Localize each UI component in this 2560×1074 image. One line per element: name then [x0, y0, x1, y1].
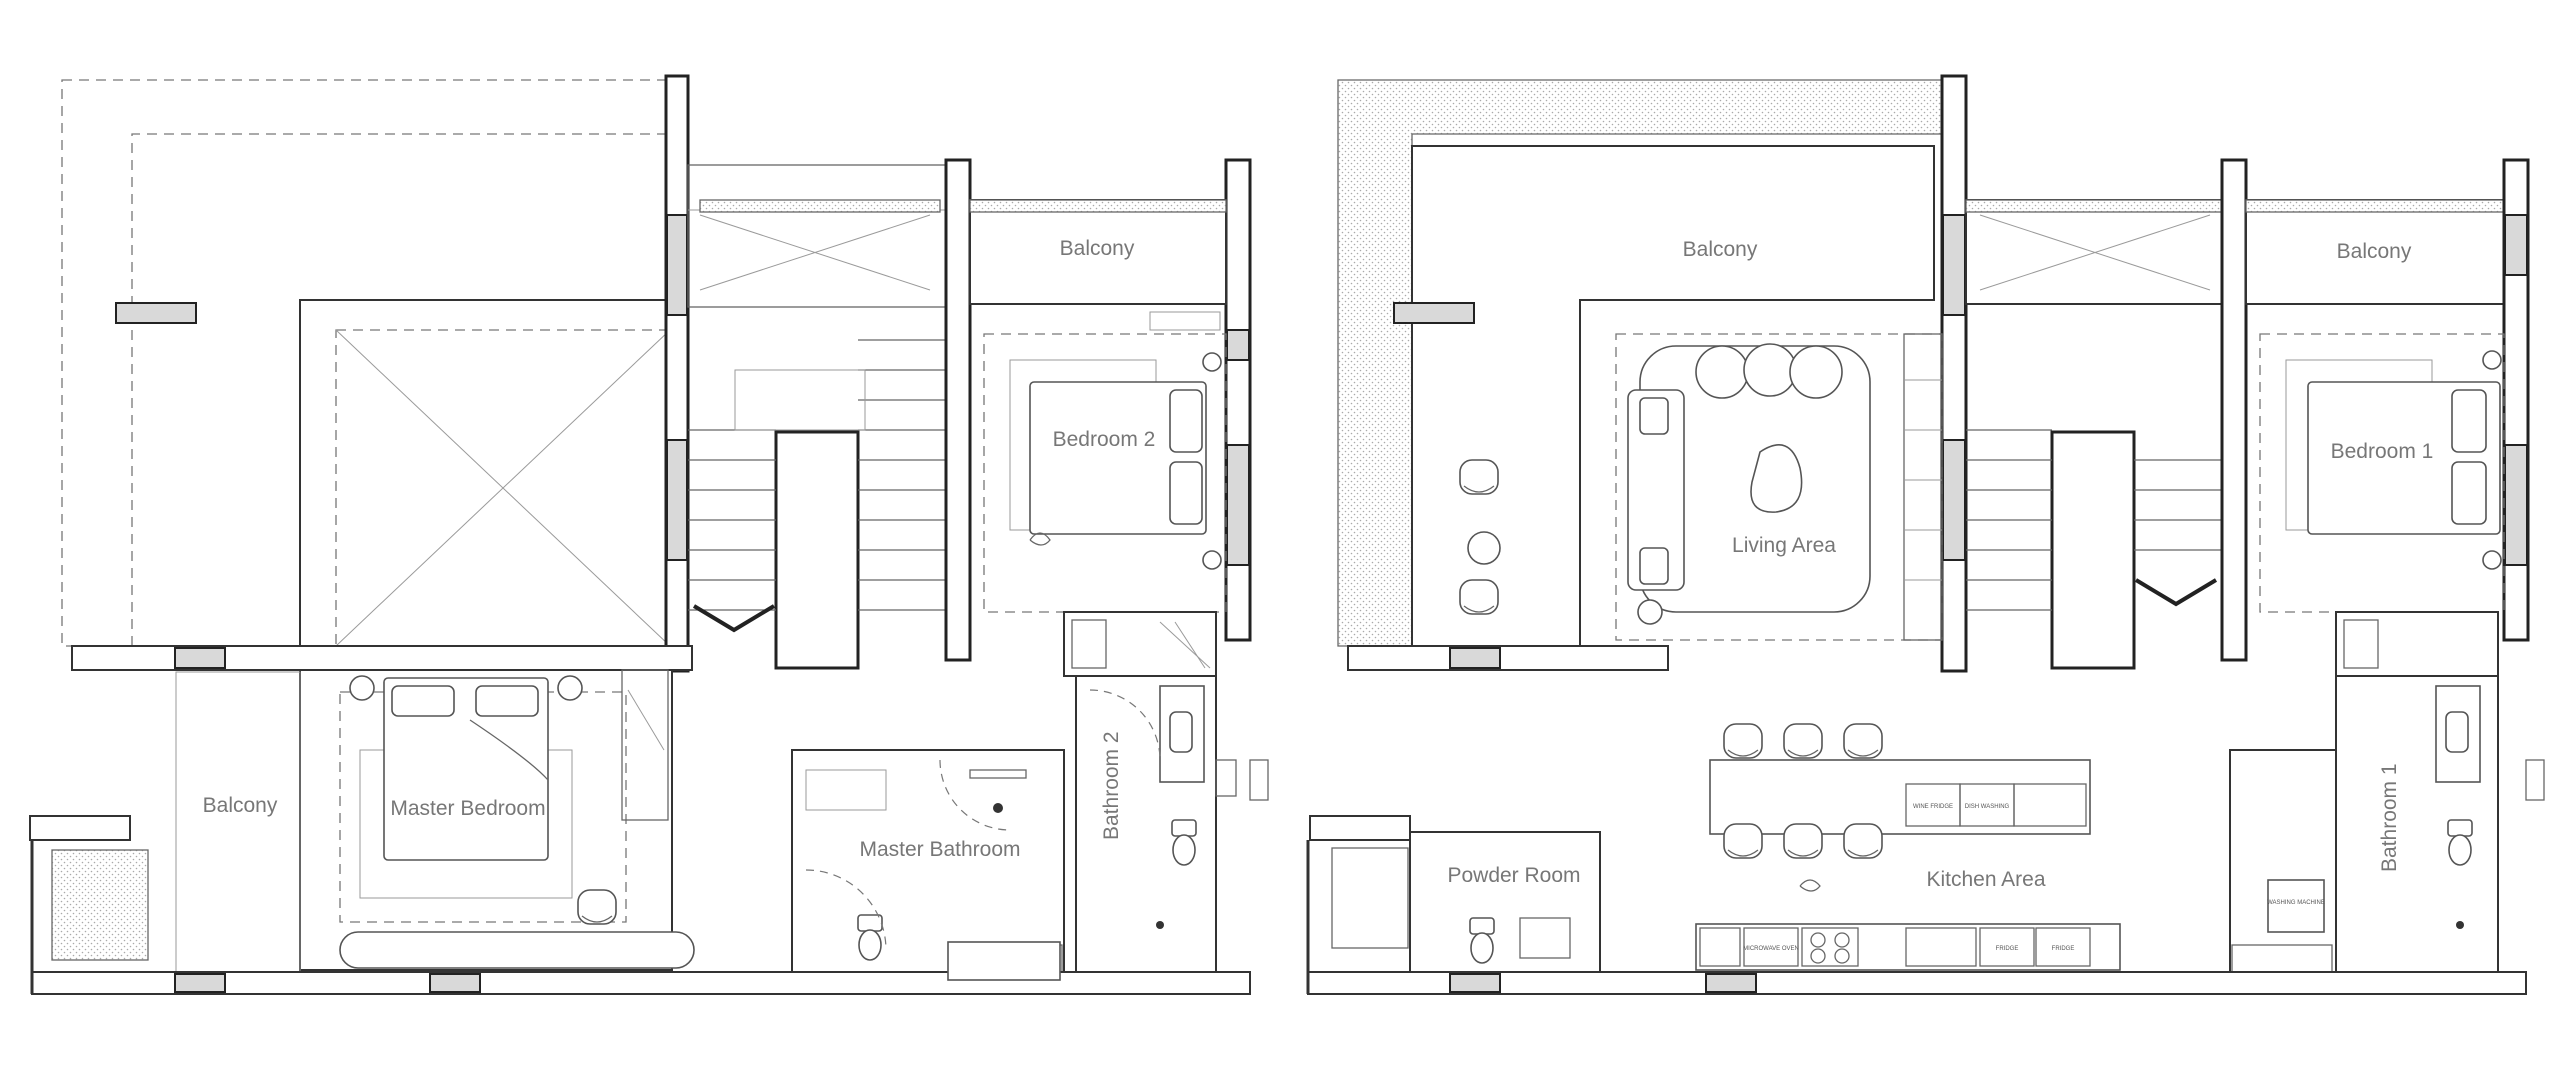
- room-label-balcony-left: Balcony: [203, 794, 278, 817]
- living-area: Living Area: [1615, 333, 1943, 641]
- kitchen-area: WINE FRIDGE DISH WASHING MICROWAVE OVEN …: [1695, 723, 2121, 971]
- bathroom-1: Bathroom 1: [2335, 675, 2499, 973]
- master-bedroom: Master Bedroom: [299, 669, 695, 971]
- kitchen-counter: [1695, 923, 2121, 971]
- room-label-powder-room: Powder Room: [1447, 864, 1580, 887]
- appliance-dish-washing: DISH WASHING: [1965, 804, 2010, 810]
- room-label-bedroom-1: Bedroom 1: [2331, 440, 2434, 463]
- bed-master-bedroom: [383, 677, 549, 861]
- left-column-block: [115, 302, 197, 324]
- coffee-table: [1750, 444, 1803, 513]
- left-central-wall: [664, 74, 690, 673]
- right-floor-plan: Balcony Living Area: [1306, 74, 2545, 995]
- right-staircase: [1966, 429, 2222, 670]
- appliance-fridge-2: FRIDGE: [2052, 946, 2075, 952]
- living-sofa: [1627, 389, 1685, 591]
- left-balcony-top: [969, 199, 1227, 305]
- bedroom-1: Bedroom 1: [2259, 333, 2505, 613]
- left-floor-plan: Balcony Bedroom 2 Bathroom 2: [29, 74, 1269, 995]
- room-label-bathroom-2: Bathroom 2: [1100, 731, 1123, 840]
- room-label-living-area: Living Area: [1732, 534, 1836, 557]
- appliance-washing-machine: WASHING MACHINE: [2267, 900, 2325, 906]
- laundry-niche: WASHING MACHINE: [2229, 749, 2337, 976]
- left-staircase: [688, 339, 946, 670]
- left-balcony: Balcony: [29, 671, 301, 973]
- room-label-balcony-main: Balcony: [1683, 238, 1758, 261]
- bathroom-2: Bathroom 2: [1075, 675, 1237, 973]
- room-label-balcony-top: Balcony: [1060, 237, 1135, 260]
- left-stair-landing: [687, 164, 947, 308]
- bedroom-2: Bedroom 2: [983, 333, 1227, 613]
- appliance-wine-fridge: WINE FRIDGE: [1913, 804, 1953, 810]
- dining-island: [1709, 759, 2091, 835]
- room-label-balcony-right: Balcony: [2337, 240, 2412, 263]
- room-label-bedroom-2: Bedroom 2: [1053, 428, 1156, 451]
- room-label-kitchen-area: Kitchen Area: [1926, 868, 2045, 891]
- master-bathroom: Master Bathroom: [791, 749, 1065, 986]
- room-label-master-bathroom: Master Bathroom: [859, 838, 1020, 861]
- room-label-master-bedroom: Master Bedroom: [390, 797, 545, 820]
- appliance-microwave-oven: MICROWAVE OVEN: [1743, 946, 1799, 952]
- room-label-bathroom-1: Bathroom 1: [2378, 763, 2401, 872]
- appliance-fridge-1: FRIDGE: [1996, 946, 2019, 952]
- right-balcony-top: [2245, 199, 2505, 305]
- bed-bedroom-2: [1029, 381, 1207, 535]
- powder-room: Powder Room: [1409, 831, 1601, 973]
